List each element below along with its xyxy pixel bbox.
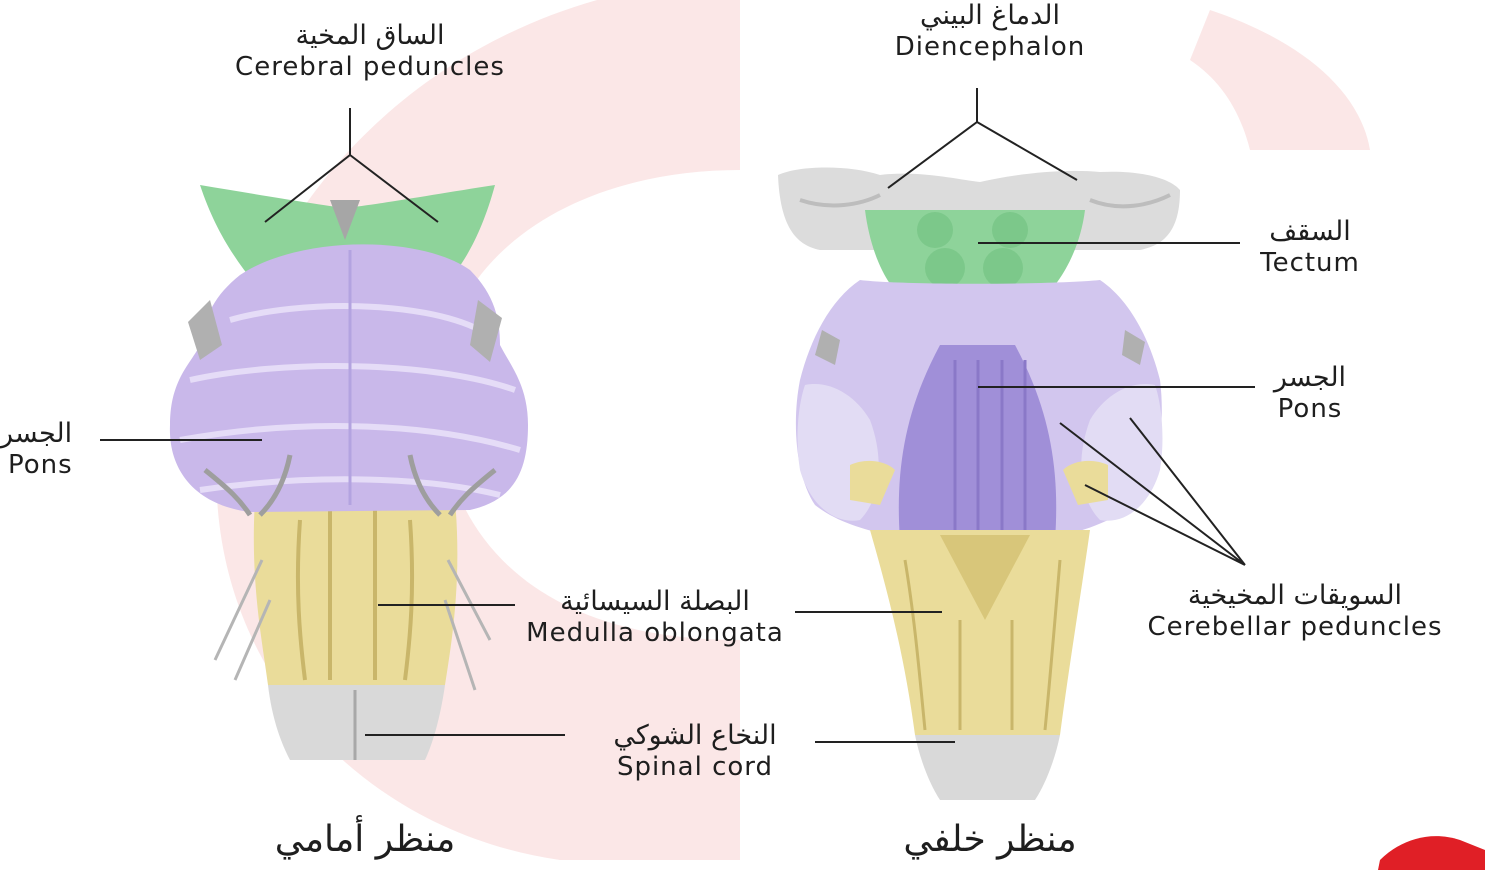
anterior-view-title: منظر أمامي	[225, 818, 505, 861]
label-tectum: السقف Tectum	[1240, 216, 1380, 280]
posterior-brainstem-illustration	[778, 168, 1180, 801]
label-cerebellar-peduncles-en: Cerebellar peduncles	[1110, 612, 1480, 643]
label-cerebellar-peduncles: السويقات المخيخية Cerebellar peduncles	[1110, 580, 1480, 644]
label-cerebellar-peduncles-ar: السويقات المخيخية	[1110, 580, 1480, 612]
label-diencephalon-en: Diencephalon	[840, 32, 1140, 63]
label-cerebral-peduncles: الساق المخية Cerebral peduncles	[200, 20, 540, 84]
label-medulla-ar: البصلة السيسائية	[470, 586, 840, 618]
label-cerebral-peduncles-ar: الساق المخية	[200, 20, 540, 52]
label-posterior-pons: الجسر Pons	[1255, 362, 1365, 426]
label-medulla-en: Medulla oblongata	[470, 618, 840, 649]
label-spinal-cord: النخاع الشوكي Spinal cord	[570, 720, 820, 784]
label-tectum-ar: السقف	[1240, 216, 1380, 248]
posterior-spinal-cord-shape	[915, 735, 1060, 800]
label-posterior-pons-en: Pons	[1255, 394, 1365, 425]
label-anterior-pons-en: Pons	[0, 450, 95, 481]
label-anterior-pons-ar: الجسر	[0, 418, 95, 450]
corner-red-shape	[1378, 836, 1485, 870]
label-tectum-en: Tectum	[1240, 248, 1380, 279]
label-spinal-cord-ar: النخاع الشوكي	[570, 720, 820, 752]
label-cerebral-peduncles-en: Cerebral peduncles	[200, 52, 540, 83]
anterior-medulla-shape	[254, 500, 458, 685]
label-anterior-pons: الجسر Pons	[0, 418, 95, 482]
label-posterior-pons-ar: الجسر	[1255, 362, 1365, 394]
label-spinal-cord-en: Spinal cord	[570, 752, 820, 783]
label-diencephalon: الدماغ البيني Diencephalon	[840, 0, 1140, 64]
posterior-view-title: منظر خلفي	[850, 818, 1130, 861]
label-medulla: البصلة السيسائية Medulla oblongata	[470, 586, 840, 650]
label-diencephalon-ar: الدماغ البيني	[840, 0, 1140, 32]
